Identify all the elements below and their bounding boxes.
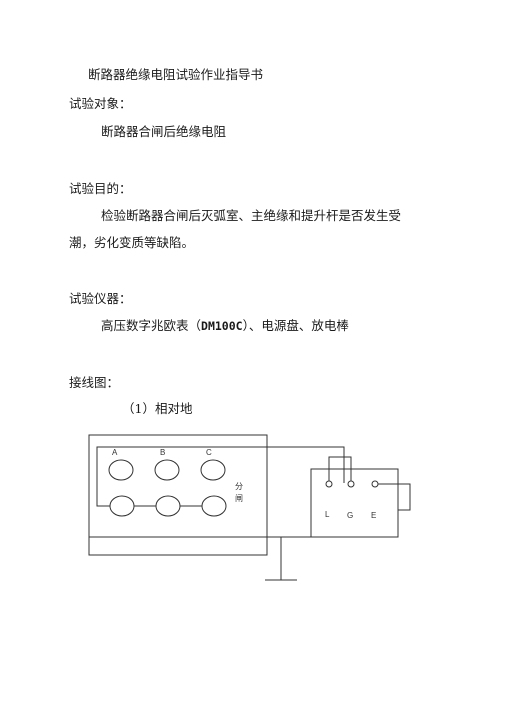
terminal-c-upper xyxy=(200,459,226,481)
megger-terminal-l xyxy=(325,480,333,488)
terminal-c-lower xyxy=(201,495,227,517)
earth-lead-wire xyxy=(378,483,411,511)
megger-terminal-g xyxy=(347,480,355,488)
instrument-prefix: 高压数字兆欧表（ xyxy=(101,318,202,333)
terminal-b-lower xyxy=(155,495,181,517)
terminal-a-upper xyxy=(108,459,134,481)
instrument-suffix: ）、电源盘、放电棒 xyxy=(242,318,349,333)
megger-label-g: G xyxy=(347,511,353,520)
terminal-b-upper xyxy=(154,459,180,481)
megger-box xyxy=(310,468,399,538)
terminal-a-lower xyxy=(109,495,135,517)
sub-item-number: （1） xyxy=(122,401,155,416)
document-title: 断路器绝缘电阻试验作业指导书 xyxy=(88,67,264,82)
sub-item-phase-to-ground: （1）相对地 xyxy=(122,401,192,417)
phase-bus-wire xyxy=(96,446,345,507)
phase-label-a: A xyxy=(112,448,118,457)
sub-item-label: 相对地 xyxy=(154,401,193,416)
instrument-model: DM100C xyxy=(201,319,243,333)
megger-label-e: E xyxy=(371,511,376,520)
section-heading-instrument: 试验仪器： xyxy=(69,291,132,306)
megger-label-l: L xyxy=(325,510,330,519)
section-body-purpose-line1: 检验断路器合闸后灭弧室、主绝缘和提升杆是否发生受 xyxy=(101,208,402,223)
megger-terminal-e xyxy=(371,480,379,488)
section-heading-object: 试验对象： xyxy=(69,96,132,111)
section-heading-wiring: 接线图： xyxy=(69,375,120,390)
section-body-object: 断路器合闸后绝缘电阻 xyxy=(101,124,227,139)
guard-lead-wire xyxy=(328,456,352,481)
section-heading-purpose: 试验目的： xyxy=(69,181,132,196)
switch-label-1: 分 xyxy=(235,482,243,491)
phase-label-b: B xyxy=(160,448,165,457)
section-body-instrument: 高压数字兆欧表（DM100C）、电源盘、放电棒 xyxy=(101,318,349,334)
section-body-purpose-line2: 潮，劣化变质等缺陷。 xyxy=(69,235,195,250)
phase-label-c: C xyxy=(206,448,212,457)
switch-label-2: 闸 xyxy=(235,494,243,503)
breaker-box xyxy=(88,434,268,556)
